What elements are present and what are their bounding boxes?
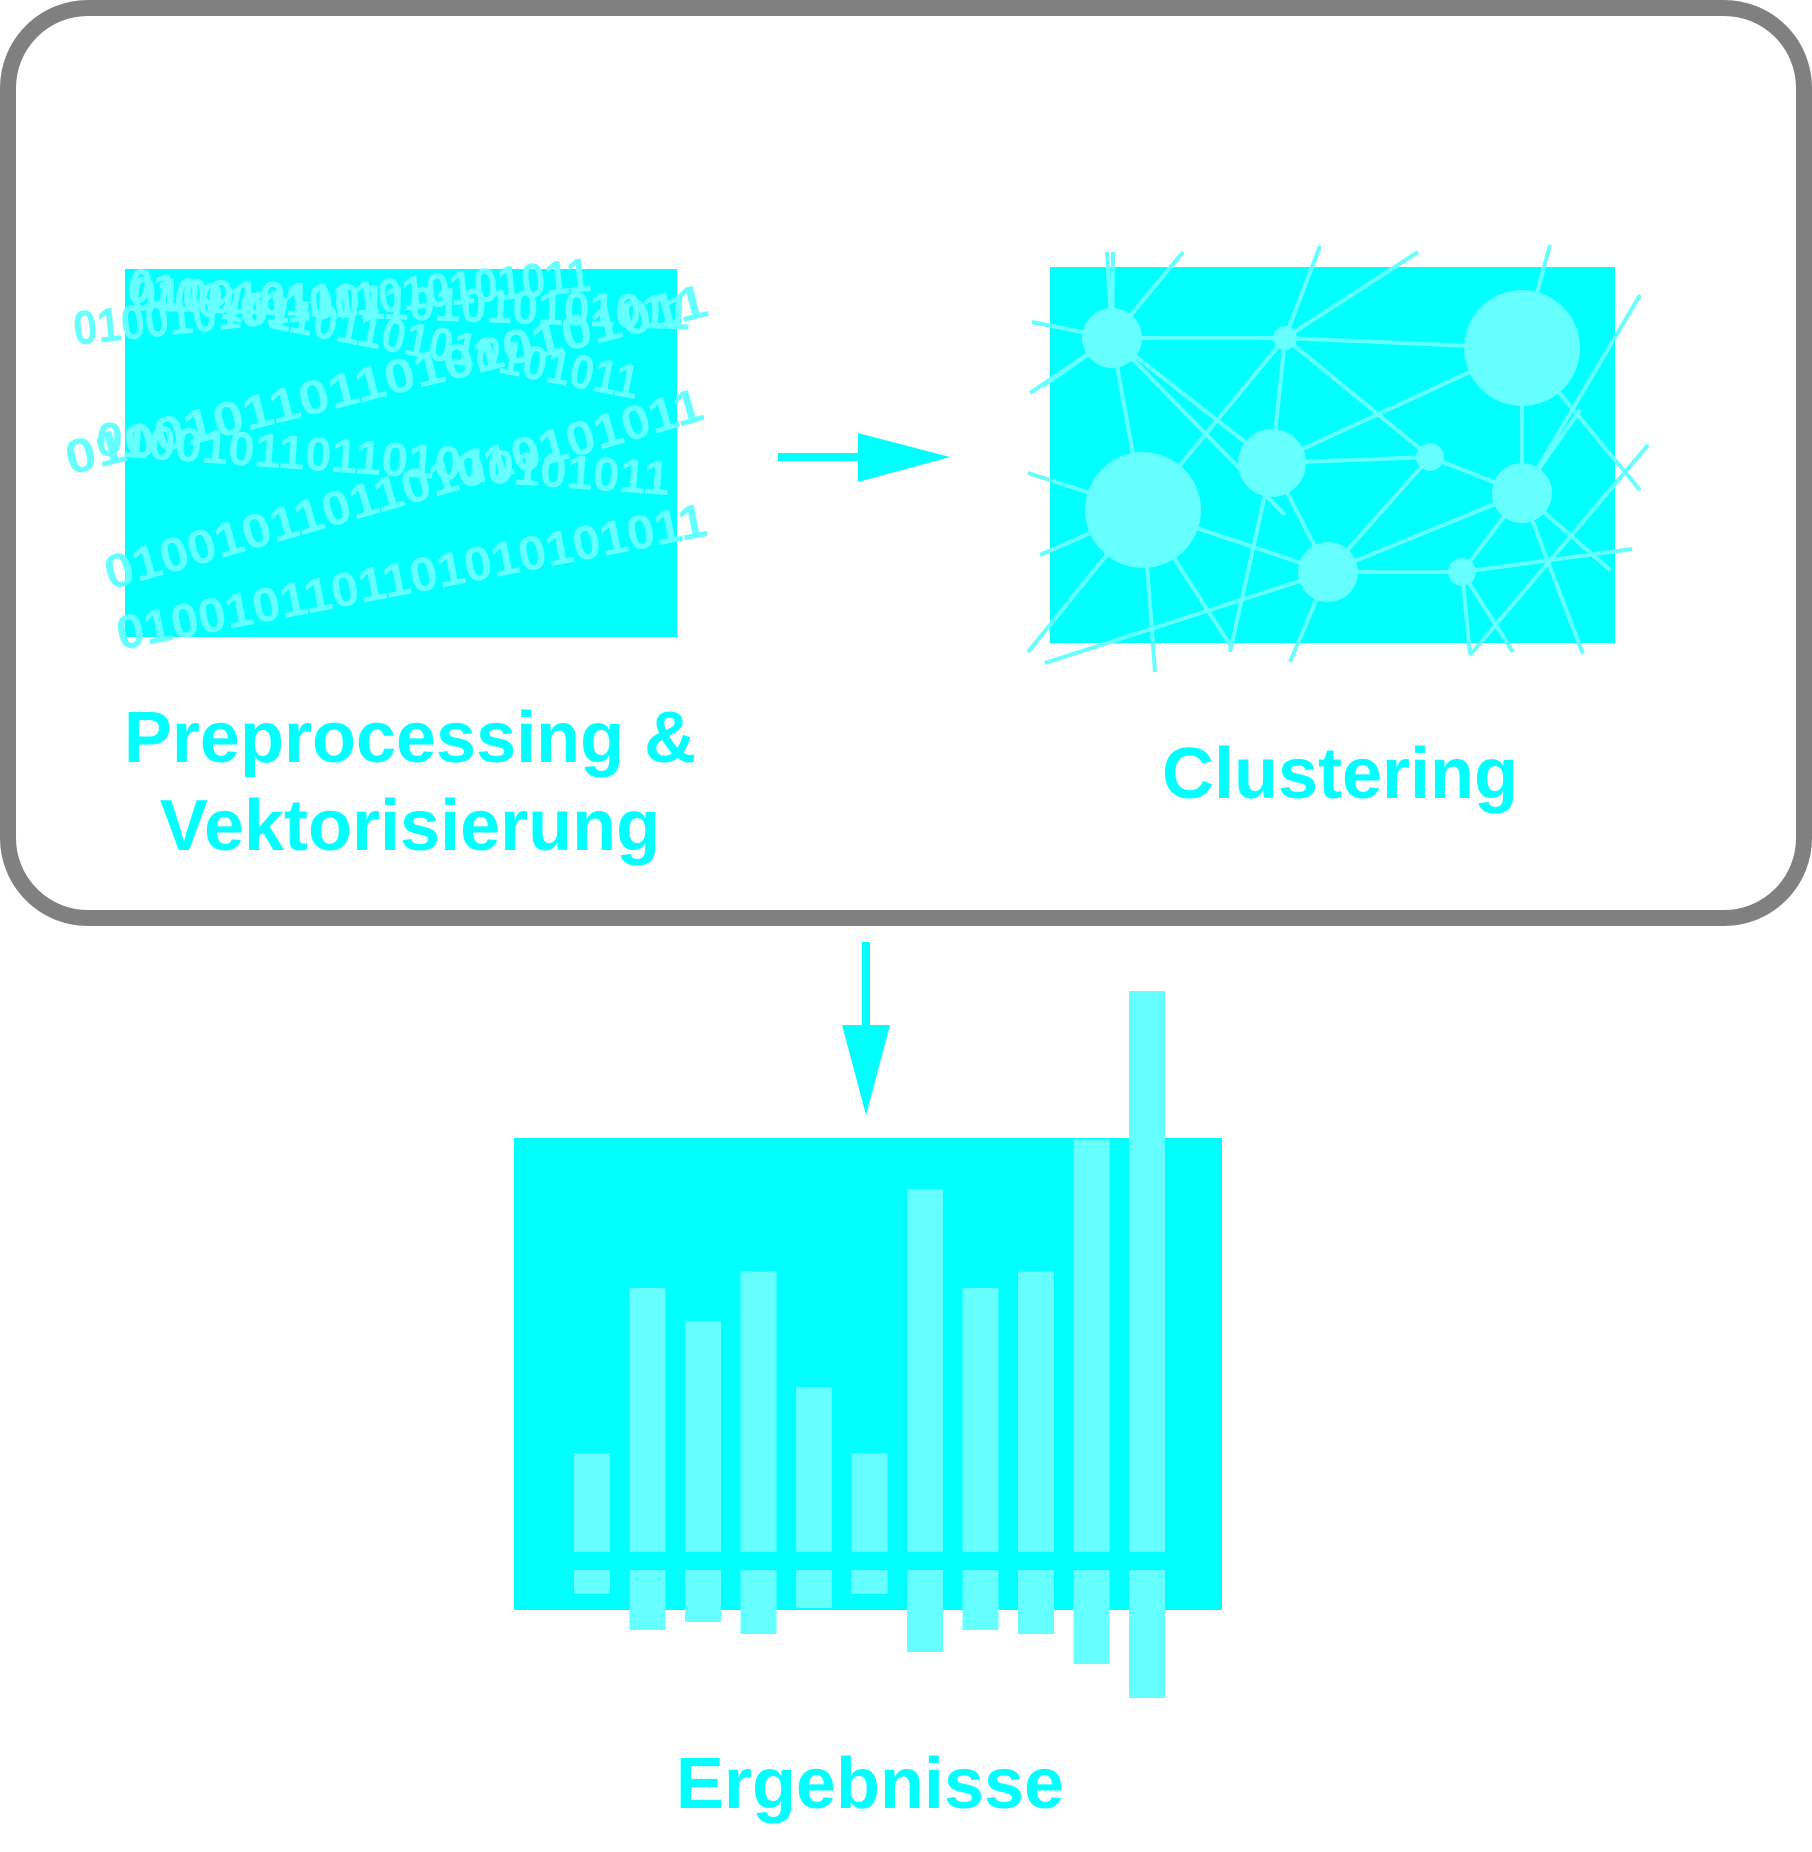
network-edge — [1283, 245, 1322, 339]
network-nodes — [1082, 290, 1580, 602]
result-bar-lower — [1018, 1570, 1054, 1634]
arrow-right-icon — [778, 433, 950, 482]
result-bar-upper — [962, 1288, 999, 1552]
network-edge — [1327, 491, 1523, 574]
preprocessing-label-line1: Preprocessing & — [123, 698, 697, 778]
network-node — [1492, 463, 1552, 523]
result-bar-upper — [796, 1387, 832, 1552]
result-bar-lower — [629, 1570, 666, 1630]
preprocessing-panel: 0100101101101010101011010010101101101010… — [60, 249, 713, 661]
network-edge — [1283, 250, 1420, 340]
arrow-down-icon — [842, 942, 890, 1115]
network-node — [1238, 429, 1306, 497]
result-bar-lower — [740, 1570, 777, 1634]
results-bars — [574, 991, 1165, 1698]
result-bar-lower — [574, 1570, 610, 1594]
result-bar-upper — [1129, 991, 1165, 1552]
network-edge — [1044, 570, 1329, 665]
results-label: Ergebnisse — [675, 1744, 1065, 1824]
result-bar-upper — [685, 1321, 721, 1552]
network-node — [1298, 542, 1358, 602]
network-node — [1082, 308, 1142, 368]
clustering-panel — [1026, 244, 1650, 673]
network-node — [1464, 290, 1580, 406]
result-bar-lower — [685, 1570, 721, 1622]
result-bar-upper — [1073, 1139, 1110, 1552]
results-panel — [514, 991, 1222, 1698]
network-node — [1416, 443, 1444, 471]
network-edge — [1468, 443, 1650, 657]
result-bar-lower — [907, 1570, 943, 1652]
network-node — [1085, 452, 1201, 568]
result-bar-lower — [1129, 1570, 1165, 1698]
result-bar-upper — [629, 1288, 666, 1552]
network-edge — [1461, 547, 1633, 574]
network-edge — [1521, 293, 1642, 495]
preprocessing-label-line2: Vektorisierung — [159, 786, 661, 866]
result-bar-lower — [851, 1570, 888, 1594]
result-bar-upper — [907, 1189, 943, 1552]
result-bar-upper — [574, 1453, 610, 1552]
preprocessing-box — [125, 269, 677, 637]
result-bar-lower — [962, 1570, 999, 1630]
result-bar-upper — [740, 1271, 777, 1552]
preprocessing-label: Preprocessing & Vektorisierung — [80, 694, 740, 870]
network-edge — [1460, 570, 1515, 654]
network-node — [1448, 558, 1476, 586]
result-bar-lower — [1073, 1570, 1110, 1664]
clustering-label: Clustering — [1161, 734, 1519, 814]
result-bar-upper — [851, 1453, 888, 1552]
network-node — [1273, 326, 1297, 350]
result-bar-upper — [1018, 1271, 1054, 1552]
network-edge — [1283, 336, 1432, 459]
result-bar-lower — [796, 1570, 832, 1608]
